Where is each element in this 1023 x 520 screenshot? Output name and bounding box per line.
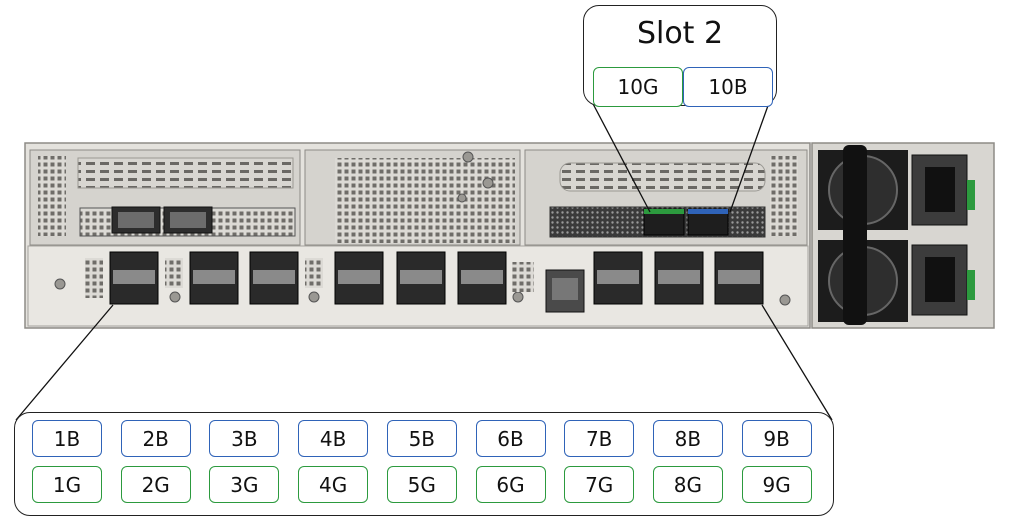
port-label-10g: 10G	[593, 67, 683, 107]
port-label-green: 4G	[298, 466, 369, 503]
port-label-blue: 2B	[120, 420, 191, 457]
port-label-blue: 8B	[652, 420, 723, 457]
callout-lines	[15, 99, 833, 421]
port-label-blue: 7B	[564, 420, 635, 457]
port-label-green: 8G	[652, 466, 723, 503]
port-label-green: 6G	[475, 466, 546, 503]
slot-1-bay	[29, 149, 301, 246]
port-label-green: 3G	[209, 466, 280, 503]
power-supplies	[811, 142, 995, 329]
slot-2-title: Slot 2	[636, 16, 724, 51]
port-label-green: 7G	[564, 466, 635, 503]
slot-2-callout: Slot 2 10G 10B	[583, 5, 777, 107]
lower-port-row	[54, 251, 791, 313]
port-label-green: 9G	[741, 466, 812, 503]
port-map-callout: 1B 2B 3B 4B 5B 6B 7B 8B 9B 1G 2G 3G 4G 5G 6G 7G 8G 9G	[14, 412, 834, 516]
port-label-blue: 1B	[32, 420, 102, 457]
port-label-green: 1G	[32, 466, 102, 503]
port-label-blue: 9B	[741, 420, 812, 457]
port-label-blue: 4B	[298, 420, 369, 457]
port-label-blue: 5B	[386, 420, 457, 457]
center-vent	[304, 149, 521, 246]
port-label-10b: 10B	[683, 67, 773, 107]
port-label-green: 2G	[120, 466, 191, 503]
port-label-blue: 6B	[475, 420, 546, 457]
port-label-blue: 3B	[209, 420, 280, 457]
slot-2-bay	[524, 149, 808, 246]
port-label-green: 5G	[386, 466, 457, 503]
